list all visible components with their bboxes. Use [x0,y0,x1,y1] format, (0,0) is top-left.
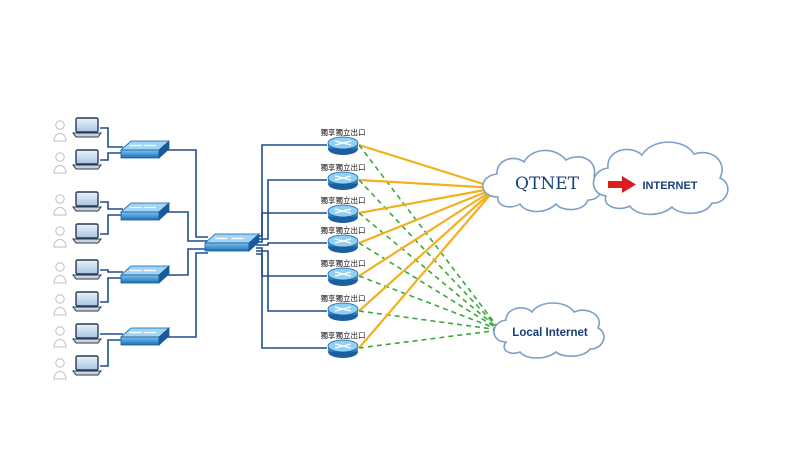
qtnet-uplink [358,187,497,349]
router-label: 獨享獨立出口 [321,225,366,235]
qtnet-uplink [358,178,497,190]
user-station [53,259,102,284]
cable-line [256,253,327,349]
local-uplink [358,275,501,331]
switch-icon [119,265,171,284]
laptop-icon [72,191,102,212]
router-label: 獨享獨立出口 [321,162,366,172]
user-stations [53,117,102,380]
user-icon [53,294,67,316]
cable-line [100,152,123,161]
switch-icon [203,233,261,252]
local-internet-label: Local Internet [512,327,588,339]
router-label: 獨享獨立出口 [321,195,366,205]
qtnet-uplink [358,187,497,312]
router-icon [327,171,359,190]
user-icon [53,326,67,348]
laptop-icon [72,117,102,138]
cloud-icon [592,141,729,216]
router-label: 獨享獨立出口 [321,258,366,268]
qtnet-label: QTNET [515,174,580,194]
user-icon [53,152,67,174]
qtnet-cloud: QTNET [482,149,604,213]
laptop-icon [72,355,102,376]
cable-line [167,248,208,276]
router-label: 獨享獨立出口 [321,330,366,340]
local-uplink [358,242,501,331]
laptop-icon [72,149,102,170]
user-station [53,117,102,142]
cable-line [100,269,123,273]
user-icon [53,194,67,216]
cloud-icon [493,302,605,359]
laptop-icon [72,259,102,280]
local-uplink [358,179,501,331]
uplink-links [358,143,501,349]
switches [119,140,261,346]
switch-icon [119,140,171,159]
router-icon [327,267,359,286]
qtnet-uplink [358,186,497,245]
laptop-icon [72,323,102,344]
router-label: 獨享獨立出口 [321,293,366,303]
trunk-wires [100,127,327,367]
qtnet-uplink [358,143,497,190]
user-station [53,355,102,380]
router-icon [327,136,359,155]
laptop-icon [72,223,102,244]
internet-label: INTERNET [643,180,698,192]
cable-line [100,339,123,367]
cable-line [100,214,123,235]
router-icon [327,339,359,358]
user-station [53,323,102,348]
qtnet-uplink [358,187,497,277]
router-icon [327,204,359,223]
cable-line [256,250,327,312]
cable-line [167,149,208,238]
local-uplink [358,310,501,331]
cable-line [100,201,123,210]
cable-line [167,252,208,338]
router-icon [327,234,359,253]
cable-line [167,211,208,242]
local-uplink [358,144,501,331]
routers: 獨享獨立出口獨享獨立出口獨享獨立出口獨享獨立出口獨享獨立出口獨享獨立出口獨享獨立… [321,127,366,358]
switch-icon [119,202,171,221]
switch-icon [119,327,171,346]
user-station [53,223,102,248]
internet-cloud: INTERNET [592,141,729,216]
cable-line [256,144,327,237]
cable-line [256,212,327,243]
local-internet-cloud: Local Internet [493,302,605,359]
user-station [53,291,102,316]
user-icon [53,120,67,142]
qtnet-uplink [358,186,497,215]
cable-line [256,242,327,246]
local-uplink [358,329,501,349]
cloud-icon [482,149,604,213]
user-station [53,149,102,174]
cable-line [256,247,327,277]
cable-line [100,127,123,148]
user-icon [53,358,67,380]
arrow-icon [608,176,636,193]
laptop-icon [72,291,102,312]
user-icon [53,226,67,248]
user-station [53,191,102,216]
router-icon [327,302,359,321]
user-icon [53,262,67,284]
router-label: 獨享獨立出口 [321,127,366,137]
cable-line [100,277,123,303]
cable-line [256,179,327,240]
